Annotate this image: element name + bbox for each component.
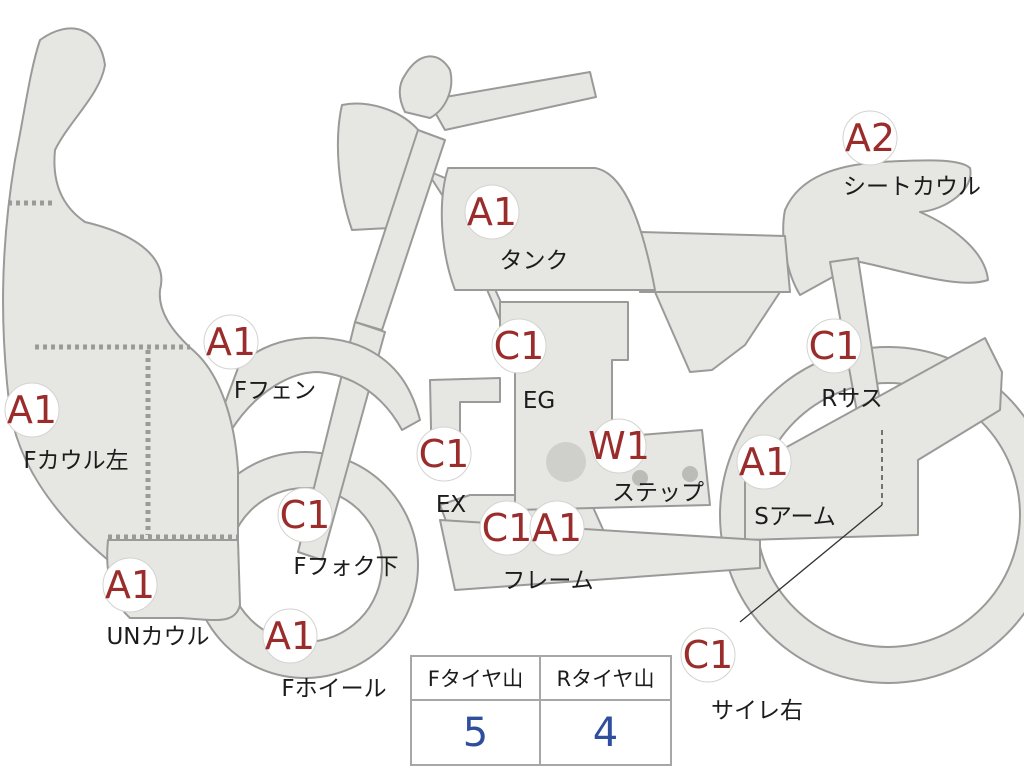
part-badge: C1: [680, 627, 736, 683]
part-code: A1: [467, 190, 517, 234]
part-label: Rサス: [821, 386, 883, 412]
part-code: C1: [419, 432, 470, 476]
part-badge: A1: [4, 382, 60, 438]
part-badge: A1: [736, 434, 792, 490]
part-badge: A1: [262, 608, 318, 664]
part-code: W1: [588, 424, 650, 468]
rear-wheel-fill: [721, 348, 1024, 682]
part-code: A1: [265, 614, 315, 658]
seat-shape: [639, 231, 791, 293]
handlebar-shape: [427, 71, 597, 131]
front-tire-value: 5: [412, 701, 541, 764]
part-label: Fフォク下: [293, 554, 398, 580]
part-label: EX: [436, 492, 467, 518]
part-code: C1: [482, 506, 533, 550]
part-badge: C1: [479, 500, 535, 556]
part-label: シートカウル: [843, 174, 981, 200]
part-code: C1: [683, 633, 734, 677]
part-badge: C1: [416, 426, 472, 482]
rear-frame-shape: [654, 291, 781, 373]
part-code: A1: [206, 320, 256, 364]
rear-tire-header: Rタイヤ山: [541, 657, 670, 701]
rear-tire-value: 4: [592, 709, 619, 756]
part-code: C1: [494, 324, 545, 368]
part-label: ステップ: [612, 480, 704, 506]
part-label: タンク: [500, 248, 569, 274]
silencer-leader: [739, 504, 883, 623]
part-code: A1: [739, 440, 789, 484]
part-label: Fホイール: [281, 676, 386, 702]
part-code: A2: [845, 116, 895, 160]
swing-arm-shape: [744, 337, 1003, 541]
part-badge: A1: [464, 184, 520, 240]
part-label: サイレ右: [711, 698, 803, 724]
part-badge: C1: [277, 487, 333, 543]
front-fender-shape: [217, 336, 421, 433]
part-badge: A1: [529, 500, 585, 556]
footpeg-2: [682, 466, 698, 482]
mirror-shape: [398, 55, 453, 119]
engine-cover: [546, 442, 586, 482]
part-badge: A2: [842, 110, 898, 166]
front-tire-header: Fタイヤ山: [412, 657, 541, 701]
footpeg-1: [632, 470, 648, 486]
part-label: EG: [523, 388, 555, 414]
part-label: Fフェン: [234, 378, 316, 404]
part-badge: A1: [102, 557, 158, 613]
part-badge: W1: [588, 418, 650, 474]
part-code: A1: [7, 388, 57, 432]
part-label: Sアーム: [754, 504, 836, 530]
part-code: A1: [105, 563, 155, 607]
front-cowl-shape: [2, 27, 239, 561]
tire-tread-table: Fタイヤ山 Rタイヤ山 5 4: [410, 655, 672, 766]
part-code: C1: [280, 493, 331, 537]
part-badge: C1: [491, 318, 547, 374]
part-badge: A1: [203, 314, 259, 370]
part-code: C1: [809, 324, 860, 368]
part-label: UNカウル: [106, 624, 209, 650]
part-label: フレーム: [502, 568, 593, 594]
part-label: Fカウル左: [23, 448, 128, 474]
part-badge: C1: [806, 318, 862, 374]
part-code: A1: [532, 506, 582, 550]
